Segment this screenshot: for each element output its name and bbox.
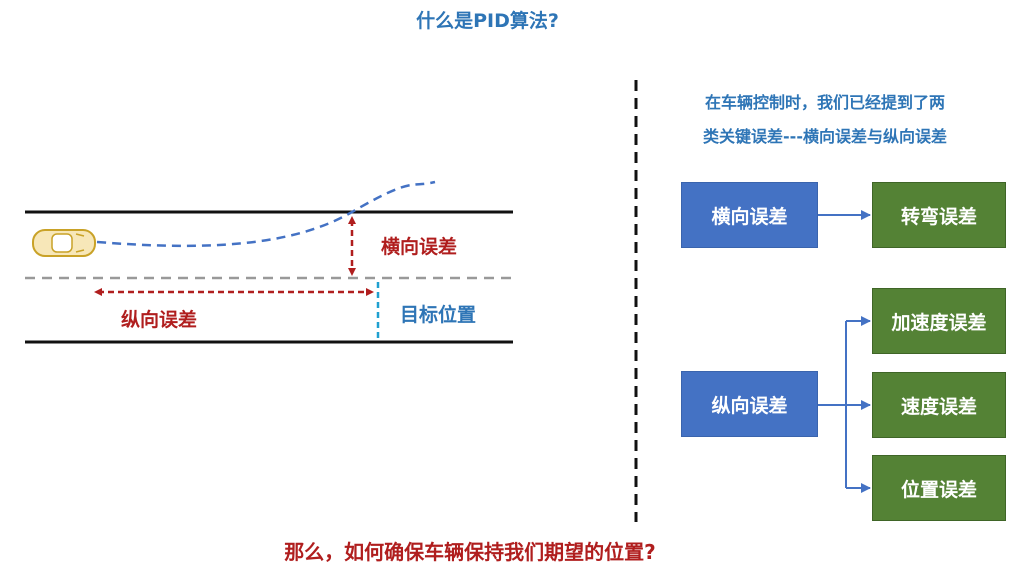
longitudinal-branch-connector: [818, 321, 847, 488]
position-error-box: 位置误差: [872, 455, 1006, 521]
closing-question: 那么，如何确保车辆保持我们期望的位置?: [284, 540, 656, 564]
turning-error-box: 转弯误差: [872, 182, 1006, 248]
longitudinal-error-label: 纵向误差: [121, 309, 198, 331]
acceleration-error-box: 加速度误差: [872, 288, 1006, 354]
target-position-label: 目标位置: [400, 304, 477, 326]
speed-error-box: 速度误差: [872, 372, 1006, 438]
error-description: 在车辆控制时，我们已经提到了两 类关键误差---横向误差与纵向误差: [655, 86, 995, 154]
lateral-error-box: 横向误差: [681, 182, 818, 248]
longitudinal-error-box: 纵向误差: [681, 371, 818, 437]
page-title: 什么是PID算法?: [416, 10, 559, 32]
lateral-error-label: 横向误差: [381, 236, 458, 258]
description-line-1: 在车辆控制时，我们已经提到了两: [704, 93, 945, 112]
car-icon: [32, 229, 96, 257]
vehicle-trajectory: [96, 180, 436, 248]
description-line-2: 类关键误差---横向误差与纵向误差: [703, 127, 947, 146]
